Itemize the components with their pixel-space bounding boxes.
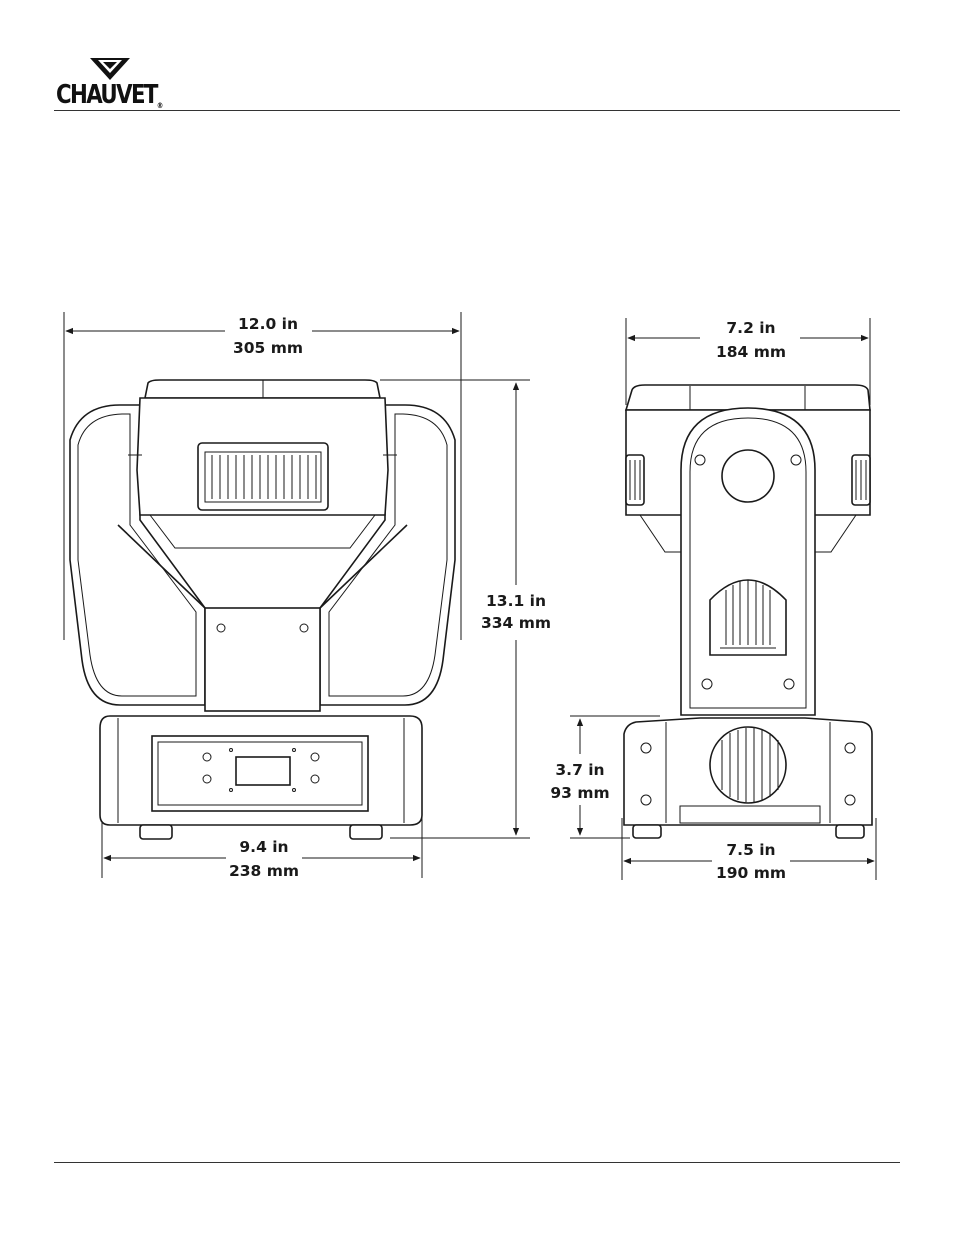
front-vent-fins [211, 455, 317, 499]
side-width-metric: 184 mm [716, 343, 786, 361]
side-base-height-metric: 93 mm [550, 784, 609, 802]
chauvet-logo: CHAUVET® [54, 58, 164, 110]
front-base-dimension: 9.4 in 238 mm [101, 812, 423, 880]
side-vent-fins [720, 580, 776, 649]
footer-rule [54, 1162, 900, 1163]
logo-chevron-icon [90, 58, 130, 80]
side-base-height-dimension: 3.7 in 93 mm [550, 715, 660, 839]
side-width-imperial: 7.2 in [726, 319, 775, 337]
front-base-metric: 238 mm [229, 862, 299, 880]
side-base-height-imperial: 3.7 in [555, 761, 604, 779]
side-base-dimension: 7.5 in 190 mm [621, 818, 877, 882]
side-base-metric: 190 mm [716, 864, 786, 882]
logo-wordmark: CHAUVET® [56, 80, 163, 110]
side-view: 7.2 in 184 mm 3.7 in 93 mm 7.5 in 190 mm [550, 318, 877, 882]
front-width-dimension: 12.0 in 305 mm [63, 312, 462, 640]
page-header: CHAUVET® [54, 58, 900, 112]
side-base-fan-grille [721, 728, 779, 802]
side-width-dimension: 7.2 in 184 mm [625, 318, 871, 405]
front-height-metric: 334 mm [481, 614, 551, 632]
side-base-imperial: 7.5 in [726, 841, 775, 859]
front-base-imperial: 9.4 in [239, 838, 288, 856]
header-rule [54, 110, 900, 111]
front-width-imperial: 12.0 in [238, 315, 298, 333]
front-height-imperial: 13.1 in [486, 592, 546, 610]
front-view: 12.0 in 305 mm 13.1 in 334 mm 9.4 in 238… [63, 312, 551, 880]
front-width-metric: 305 mm [233, 339, 303, 357]
front-height-dimension: 13.1 in 334 mm [380, 379, 551, 839]
